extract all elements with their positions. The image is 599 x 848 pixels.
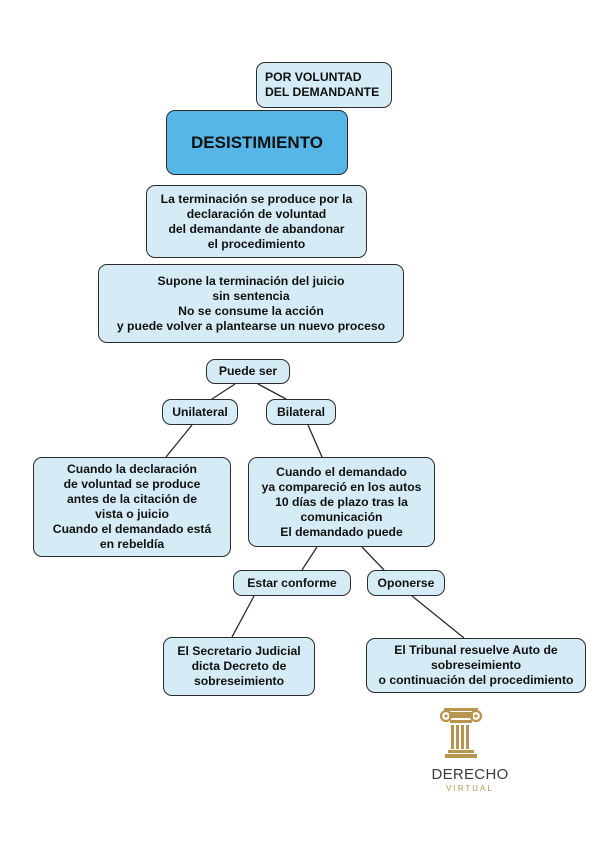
connector-unilateral-cuando: [165, 424, 193, 458]
node-cuando-declaracion: Cuando la declaración de voluntad se pro…: [33, 457, 231, 557]
connector-puede-bilateral: [257, 383, 287, 400]
node-tribunal: El Tribunal resuelve Auto de sobreseimie…: [366, 638, 586, 693]
node-por-voluntad: POR VOLUNTAD DEL DEMANDANTE: [256, 62, 392, 108]
connector-bilateral-cuando: [307, 424, 323, 458]
node-cuando-demandado: Cuando el demandado ya compareció en los…: [248, 457, 435, 547]
node-secretario: El Secretario Judicial dicta Decreto de …: [163, 637, 315, 696]
node-estar-conforme: Estar conforme: [233, 570, 351, 596]
connector-puede-unilateral: [211, 383, 236, 400]
node-puede-ser: Puede ser: [206, 359, 290, 384]
node-bilateral: Bilateral: [266, 399, 336, 425]
connector-estar-secretario: [231, 595, 255, 638]
connector-oponerse-tribunal: [411, 595, 465, 639]
node-terminacion: La terminación se produce por la declara…: [146, 185, 367, 258]
logo-subtitle: VIRTUAL: [446, 784, 494, 793]
node-supone: Supone la terminación del juicio sin sen…: [98, 264, 404, 343]
column-logo-icon: [439, 708, 483, 758]
logo-name: DERECHO: [431, 766, 509, 783]
connector-cuando-oponerse: [361, 546, 385, 571]
node-desistimiento: DESISTIMIENTO: [166, 110, 348, 175]
node-unilateral: Unilateral: [162, 399, 238, 425]
connector-cuando-estar: [301, 546, 318, 571]
node-oponerse: Oponerse: [367, 570, 445, 596]
